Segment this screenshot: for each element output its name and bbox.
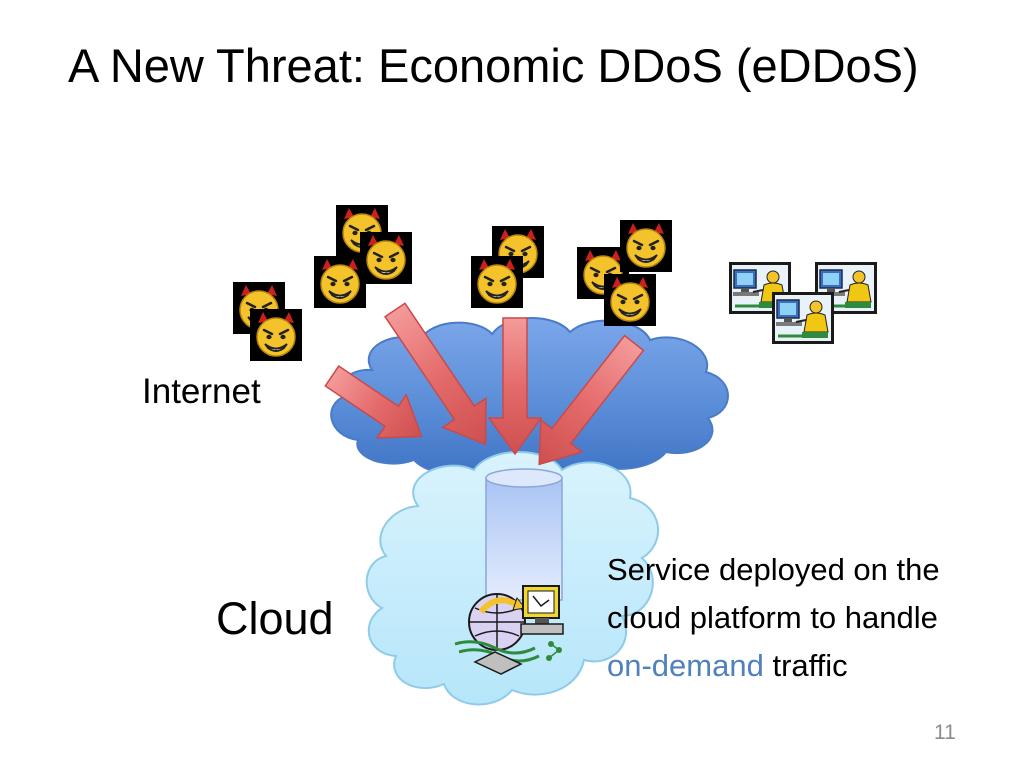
devil-face-icon (312, 254, 368, 310)
cloud-label: Cloud (216, 593, 334, 644)
cylinder-database-icon (485, 468, 563, 601)
service-text-before: Service deployed on the cloud platform t… (607, 552, 940, 635)
devil-face-icon (602, 272, 658, 328)
slide-title: A New Threat: Economic DDoS (eDDoS) (68, 39, 919, 92)
service-description: Service deployed on the cloud platform t… (607, 546, 987, 690)
attack-arrow-icon (324, 365, 423, 439)
devil-face-icon (358, 230, 414, 286)
web-server-icon (454, 585, 564, 675)
computer-user-icon (770, 290, 836, 346)
attack-arrow-icon (384, 302, 487, 446)
internet-label: Internet (142, 372, 261, 411)
page-number: 11 (934, 721, 956, 744)
devil-face-icon (469, 254, 525, 310)
on-demand-highlight: on-demand (607, 648, 764, 683)
service-text-after: traffic (763, 648, 848, 683)
attack-arrow-icon (538, 334, 645, 466)
attack-arrow-icon (487, 317, 543, 456)
devil-face-icon (248, 307, 304, 363)
devil-face-icon (618, 218, 674, 274)
